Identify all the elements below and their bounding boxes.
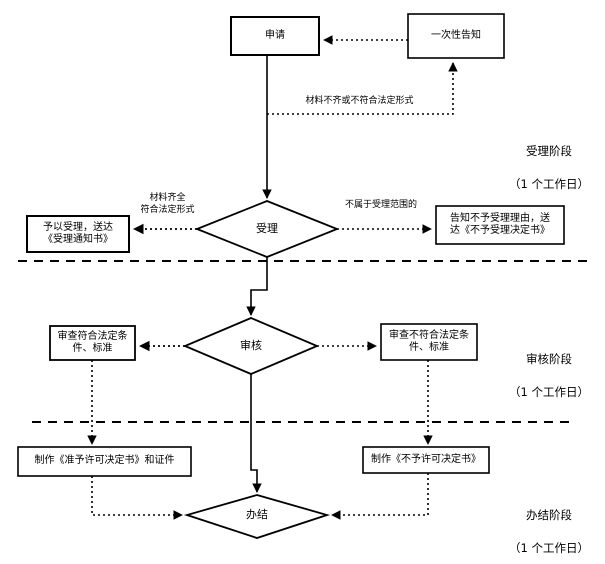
stage-name-review: 审核阶段 <box>526 351 572 366</box>
node-shape-make-approval <box>17 446 192 477</box>
stage-name-completion: 办结阶段 <box>526 507 572 522</box>
stage-name-acceptance: 受理阶段 <box>526 143 572 158</box>
node-shape-accept-yes <box>26 215 130 253</box>
stage-duration-review: （1 个工作日） <box>509 385 589 400</box>
stage-label-acceptance: 受理阶段 （1 个工作日） <box>495 126 603 209</box>
edge-label-out-of-scope: 不属于受理范围的 <box>344 200 417 210</box>
edge-make-rejection-to-complete <box>331 473 429 520</box>
node-shape-accept-no <box>435 205 565 245</box>
node-shape-make-rejection <box>362 446 490 474</box>
stage-label-review: 审核阶段 （1 个工作日） <box>495 334 603 417</box>
edge-accept-to-review <box>246 257 268 316</box>
node-shape-review <box>182 317 320 375</box>
edge-label-materials-complete: 材料齐全 符合法定形式 <box>140 193 195 215</box>
node-shape-one-time-notice <box>407 13 505 59</box>
stage-duration-completion: （1 个工作日） <box>509 541 589 556</box>
edge-make-approval-to-complete <box>91 476 183 520</box>
node-shape-review-fail <box>380 323 478 361</box>
node-shape-apply <box>230 16 320 56</box>
stage-duration-acceptance: （1 个工作日） <box>509 177 589 192</box>
edge-incomplete-materials-to-notice <box>267 62 458 115</box>
edge-review-to-complete <box>250 374 262 493</box>
node-shape-complete <box>183 494 331 539</box>
edge-label-incomplete-materials: 材料不齐或不符合法定形式 <box>305 96 414 106</box>
node-shape-review-pass <box>49 325 136 361</box>
stage-label-completion: 办结阶段 （1 个工作日） <box>495 490 603 564</box>
node-shape-accept <box>194 200 340 258</box>
